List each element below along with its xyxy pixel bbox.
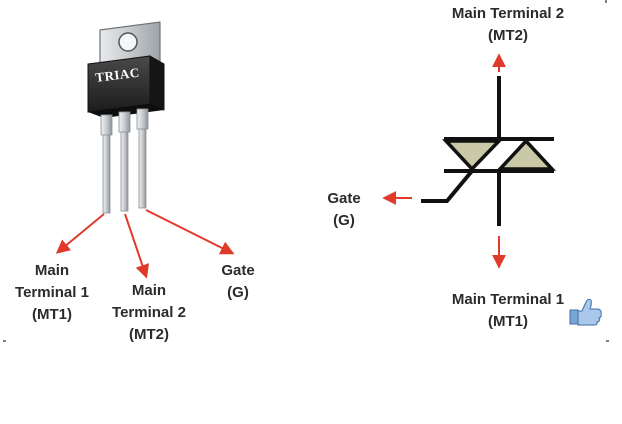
label-symbol-mt1: Main Terminal 1 (MT1) — [452, 291, 564, 330]
triac-symbol: Main Terminal 2 (MT2) Gate (G) Main Term… — [327, 5, 564, 330]
label-text: Main Terminal 1 — [452, 291, 564, 308]
lead-mt1-shoulder — [100, 114, 113, 136]
arrow-to-mt2-label — [124, 213, 150, 279]
triac-package: TRIAC Main Terminal 1 (MT1) Main Termina… — [15, 21, 255, 343]
label-text: (G) — [333, 212, 355, 229]
package-leads — [100, 108, 149, 214]
symbol-lead-gate — [421, 169, 474, 203]
package-body-side — [149, 55, 165, 111]
label-text: (G) — [227, 284, 249, 301]
thumbs-up-icon — [569, 298, 602, 326]
label-package-mt1: Main Terminal 1 (MT1) — [15, 262, 89, 323]
lead-mt2-shoulder — [118, 111, 131, 133]
arrow-to-gate-label — [145, 209, 235, 255]
lead-gate-shoulder — [136, 108, 149, 130]
mounting-hole — [118, 32, 138, 52]
label-package-mt2: Main Terminal 2 (MT2) — [112, 282, 186, 343]
label-text: (MT1) — [488, 313, 528, 330]
label-text: Terminal 1 — [15, 284, 89, 301]
label-text: Terminal 2 — [112, 304, 186, 321]
label-text: Gate — [221, 262, 254, 279]
package-body-bottom — [88, 104, 164, 118]
symbol-triangle-reverse — [495, 138, 557, 171]
label-text: Main Terminal 2 — [452, 5, 564, 22]
label-text: Main — [132, 282, 166, 299]
package-marking: TRIAC — [95, 65, 141, 85]
label-symbol-gate: Gate (G) — [327, 190, 360, 229]
label-text: (MT2) — [488, 27, 528, 44]
label-text: (MT1) — [32, 306, 72, 323]
label-package-gate: Gate (G) — [221, 262, 254, 301]
label-symbol-mt2: Main Terminal 2 (MT2) — [452, 5, 564, 44]
label-text: (MT2) — [129, 326, 169, 343]
symbol-triangle-forward — [441, 139, 504, 172]
label-text: Gate — [327, 190, 360, 207]
arrow-to-mt1-label — [55, 213, 105, 254]
label-text: Main — [35, 262, 69, 279]
